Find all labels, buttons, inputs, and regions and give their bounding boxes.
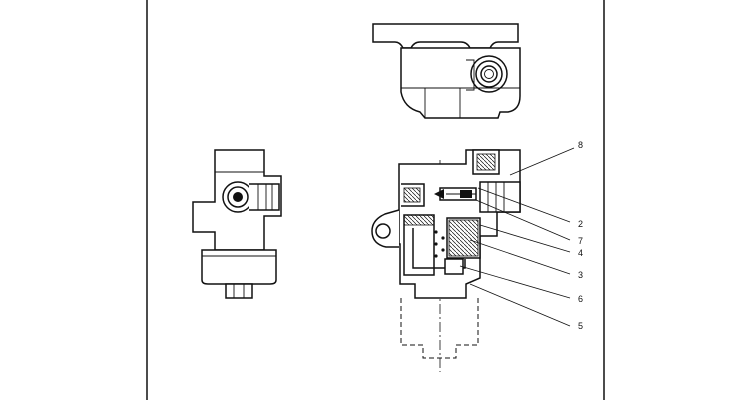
leader-3 <box>469 239 571 275</box>
callout-4: 4 <box>578 248 583 258</box>
leader-4 <box>479 224 571 253</box>
side-view <box>192 149 282 299</box>
callout-3: 3 <box>578 270 583 280</box>
top-view <box>372 23 521 119</box>
callout-6: 6 <box>578 294 583 304</box>
callout-5: 5 <box>578 321 583 331</box>
callout-8: 8 <box>578 140 583 150</box>
leader-5 <box>469 283 571 327</box>
leader-2 <box>477 187 571 223</box>
leader-6 <box>459 265 571 299</box>
section-view <box>371 147 575 372</box>
callout-2: 2 <box>578 219 583 229</box>
leader-7 <box>475 199 571 241</box>
callout-7: 7 <box>578 236 583 246</box>
leader-8 <box>509 147 575 176</box>
